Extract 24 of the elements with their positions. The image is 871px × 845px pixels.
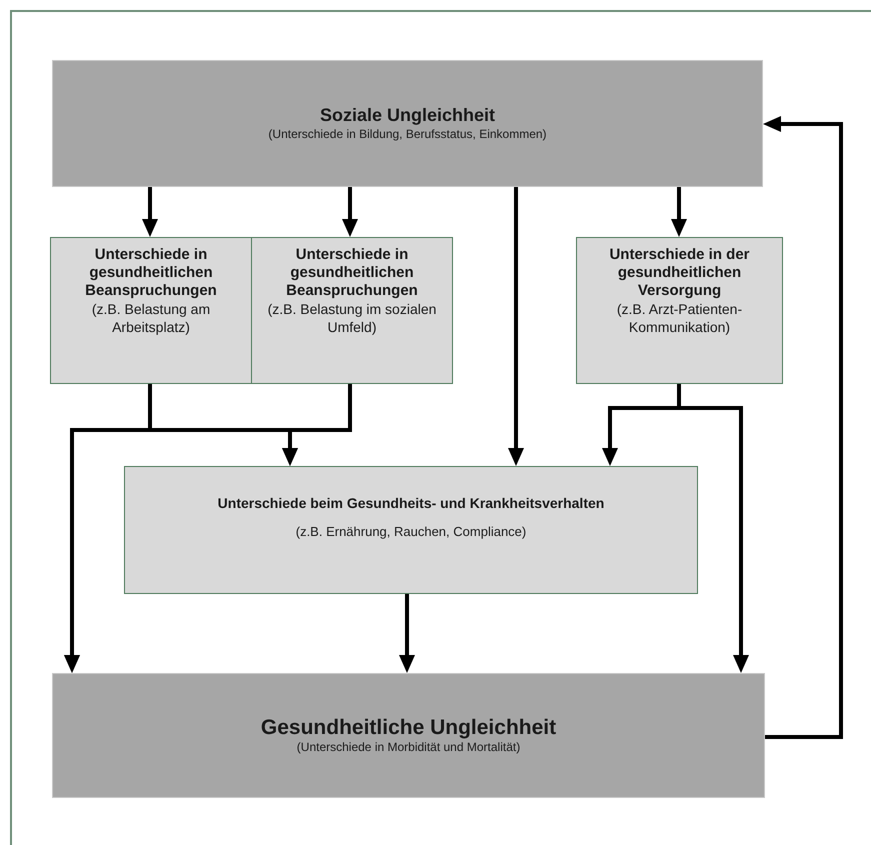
box-heading: Unterschiede beim Gesundheits- und Krankheitsverhalten bbox=[218, 495, 604, 512]
process-box bbox=[576, 237, 783, 384]
process-box bbox=[52, 673, 765, 798]
box-description: (Unterschiede in Morbidität und Mortalität) bbox=[296, 740, 520, 756]
box-description: (z.B. Belastung im sozialen Umfeld) bbox=[266, 300, 438, 336]
box-description: (z.B. Belastung am Arbeitsplatz) bbox=[90, 300, 212, 336]
process-box bbox=[52, 60, 763, 187]
box-heading: Soziale Ungleichheit bbox=[320, 104, 496, 126]
box-heading: Gesundheitliche Ungleichheit bbox=[260, 715, 556, 740]
arrow bbox=[399, 594, 415, 673]
box-description: (z.B. Ernährung, Rauchen, Compliance) bbox=[296, 524, 526, 541]
arrow bbox=[508, 187, 524, 466]
box-heading: Unterschiede in der gesundheitlichen Versorgung bbox=[608, 246, 751, 300]
arrow bbox=[142, 187, 158, 237]
arrow bbox=[671, 187, 687, 237]
arrow bbox=[342, 187, 358, 237]
box-description: (Unterschiede in Bildung, Berufsstatus, Einkommen) bbox=[268, 126, 547, 142]
box-heading: Unterschiede in gesundheitlichen Beanspruchungen bbox=[84, 246, 218, 300]
arrow bbox=[763, 116, 843, 739]
process-box bbox=[50, 237, 252, 384]
box-heading: Unterschiede in gesundheitlichen Beanspruchungen bbox=[285, 246, 419, 300]
process-box bbox=[124, 466, 698, 594]
process-box bbox=[251, 237, 453, 384]
box-description: (z.B. Arzt-Patienten-Kommunikation) bbox=[616, 300, 744, 336]
